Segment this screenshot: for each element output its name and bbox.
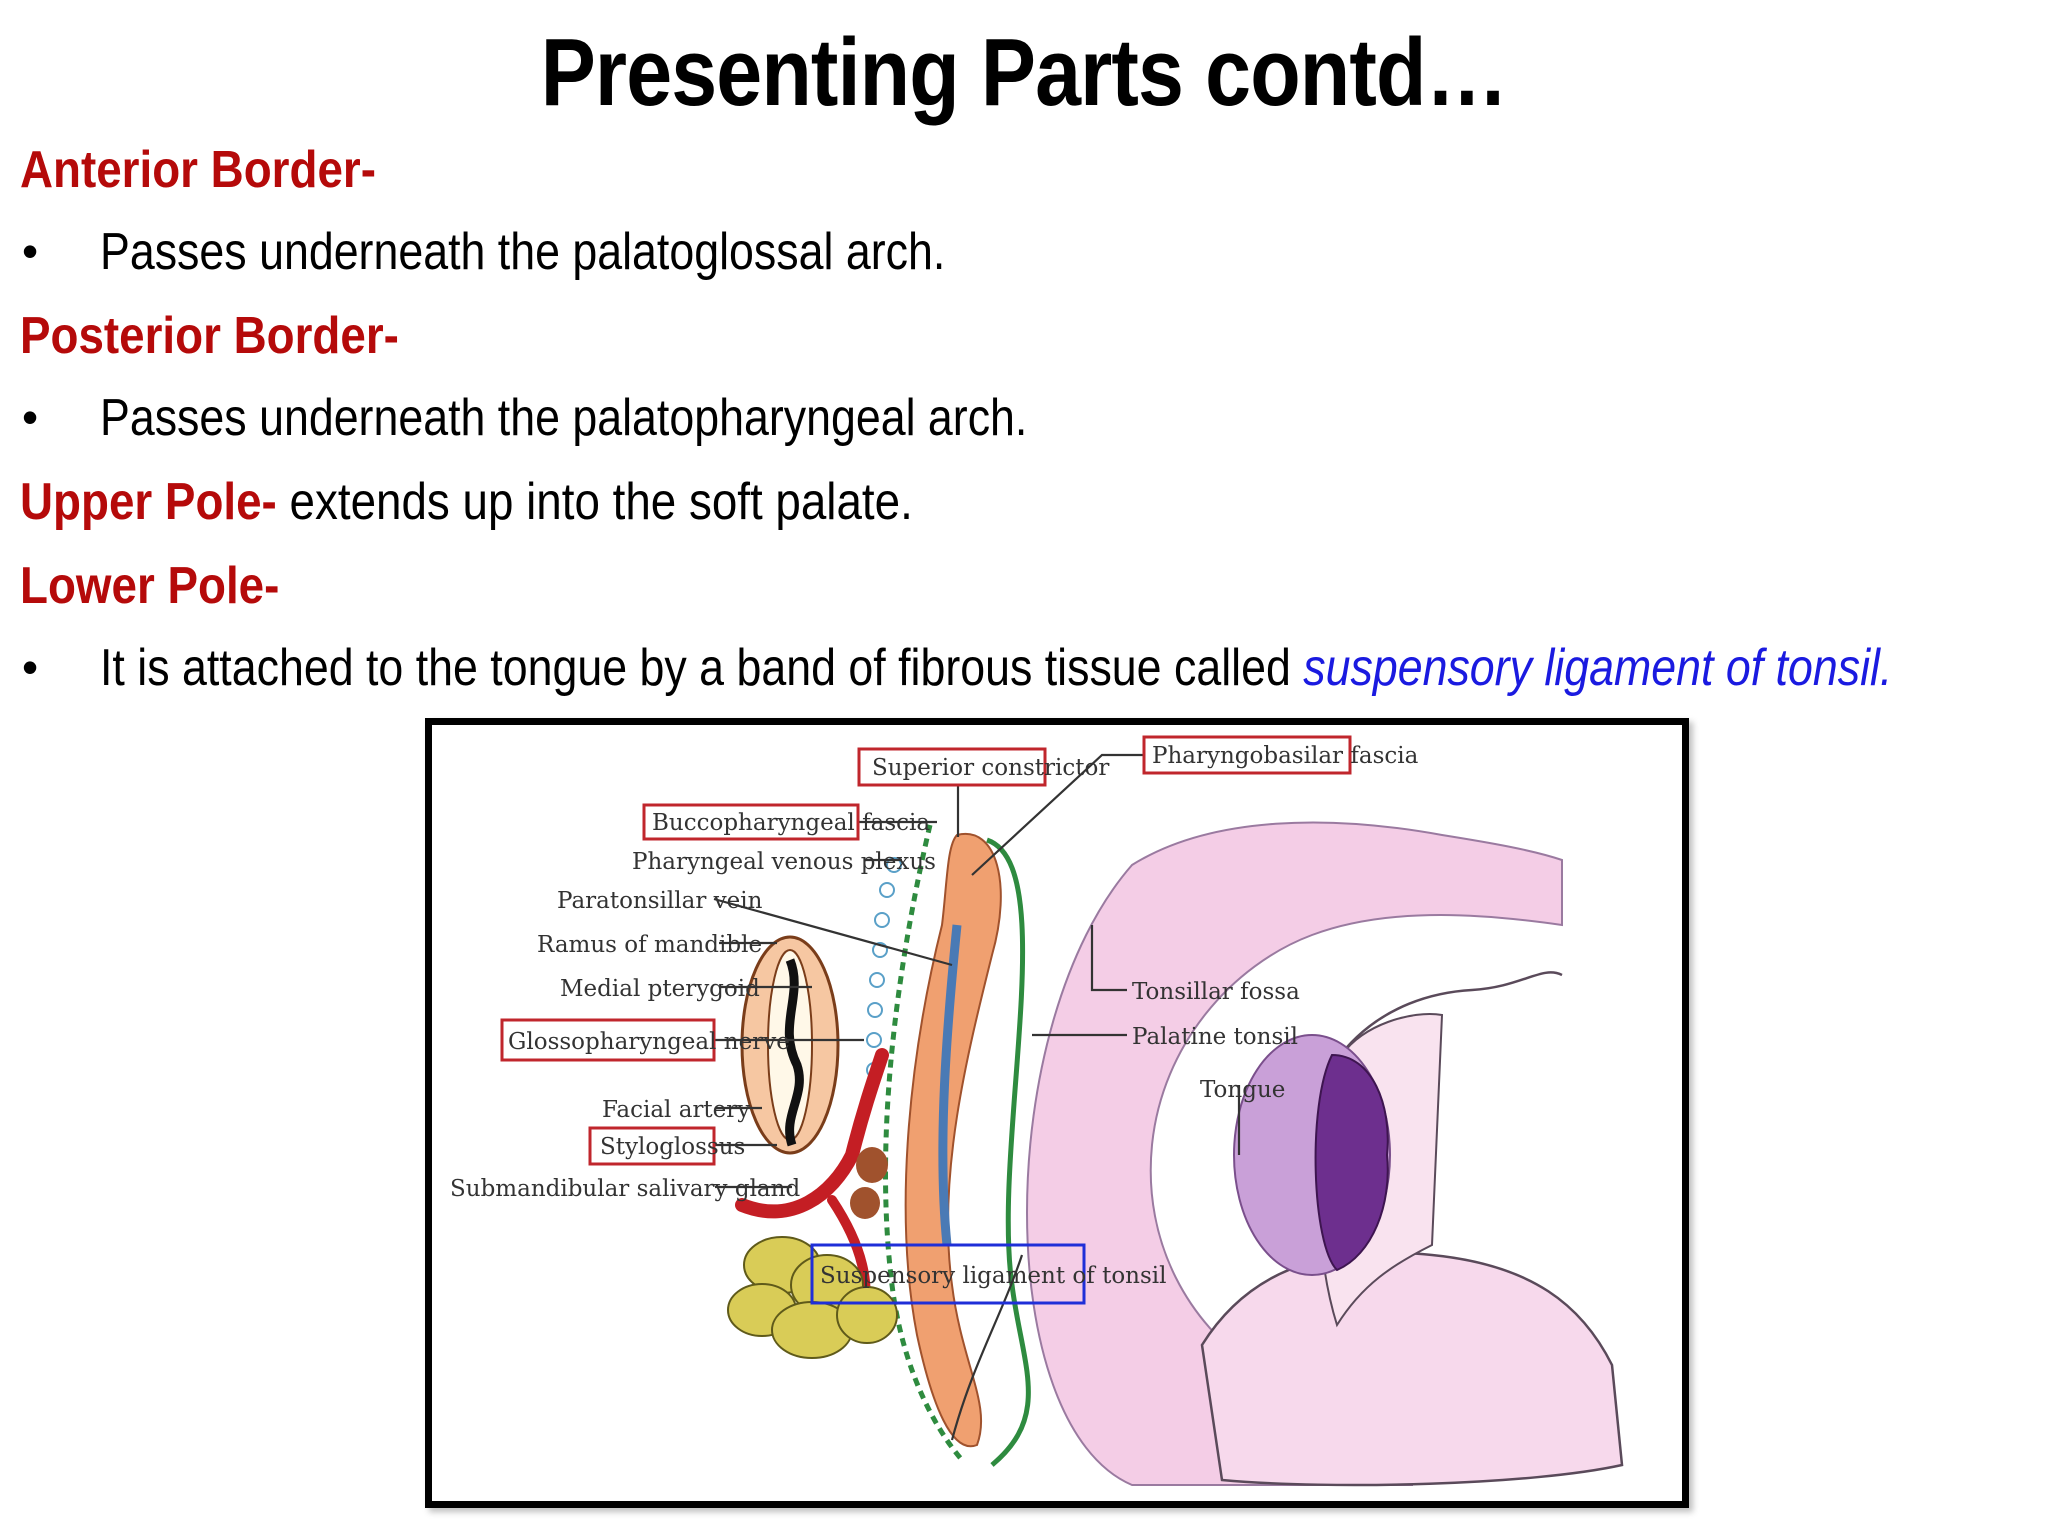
glossopharyngeal-nerve-box (500, 1018, 716, 1062)
bullet-symbol: • (22, 225, 39, 277)
heading-anterior-border: Anterior Border- (20, 141, 376, 199)
buccopharyngeal-fascia-box (642, 803, 860, 841)
posterior-border-text: Passes underneath the palatopharyngeal a… (100, 389, 1028, 447)
label-submandibular-salivary-gland: Submandibular salivary gland (450, 1176, 800, 1202)
label-suspensory-ligament: Suspensory ligament of tonsil (820, 1263, 1167, 1289)
paratonsillar-vein-strip (938, 924, 962, 1246)
heading-upper-pole: Upper Pole- extends up into the soft pal… (20, 472, 913, 532)
pharyngobasilar-fascia-line (986, 837, 1031, 1467)
nerve-knob (856, 1147, 888, 1183)
bullet-symbol: • (22, 391, 39, 443)
pharyngobasilar-fascia-box (1142, 735, 1352, 775)
label-tongue: Tongue (1200, 1077, 1285, 1103)
tonsil-anatomy-figure: Superior constrictor Pharyngobasilar fas… (425, 718, 1689, 1508)
label-pharyngeal-venous-plexus: Pharyngeal venous plexus (632, 849, 936, 875)
label-superior-constrictor: Superior constrictor (872, 755, 1109, 781)
nerve-knob (850, 1187, 880, 1219)
lower-pole-description: It is attached to the tongue by a band o… (100, 639, 1304, 697)
label-facial-artery: Facial artery (602, 1097, 750, 1123)
slide-title: Presenting Parts contd… (540, 19, 1508, 126)
suspensory-ligament-emphasis: suspensory ligament of tonsil. (1303, 639, 1893, 697)
buccopharyngeal-fascia-line (883, 824, 964, 1462)
label-medial-pterygoid: Medial pterygoid (560, 976, 760, 1002)
superior-constrictor-box (857, 747, 1047, 787)
upper-pole-text: extends up into the soft palate. (276, 473, 913, 531)
label-styloglossus: Styloglossus (600, 1134, 745, 1160)
leader-lines (713, 753, 1241, 1441)
label-buccopharyngeal-fascia: Buccopharyngeal fascia (652, 810, 930, 836)
label-pharyngobasilar-fascia: Pharyngobasilar fascia (1152, 743, 1419, 769)
label-ramus-of-mandible: Ramus of mandible (537, 932, 762, 958)
palatine-tonsil-inner (1314, 1053, 1389, 1272)
heading-posterior-border: Posterior Border- (20, 307, 399, 365)
submandibular-gland-shape (727, 1236, 898, 1359)
upper-pole-label: Upper Pole- (20, 473, 277, 531)
pharyngeal-venous-plexus (866, 857, 902, 1078)
superior-constrictor-muscle (904, 832, 1002, 1448)
facial-artery-shape (735, 1048, 889, 1219)
suspensory-ligament-box (810, 1243, 1086, 1305)
ramus-dark-core (784, 958, 804, 1147)
pharyngeal-wall (1026, 821, 1563, 1486)
label-glossopharyngeal-nerve: Glossopharyngeal nerve (508, 1029, 790, 1055)
lower-pole-text: It is attached to the tongue by a band o… (100, 638, 1892, 698)
tonsil-anatomy-diagram: Superior constrictor Pharyngobasilar fas… (450, 735, 1624, 1487)
label-paratonsillar-vein: Paratonsillar vein (557, 888, 763, 914)
tongue-shape (1200, 1251, 1624, 1487)
label-tonsillar-fossa: Tonsillar fossa (1132, 979, 1300, 1005)
heading-lower-pole: Lower Pole- (20, 557, 280, 615)
bullet-symbol: • (22, 641, 39, 693)
anterior-border-text: Passes underneath the palatoglossal arch… (100, 223, 946, 281)
styloglossus-box (588, 1126, 716, 1166)
label-palatine-tonsil: Palatine tonsil (1132, 1024, 1298, 1050)
